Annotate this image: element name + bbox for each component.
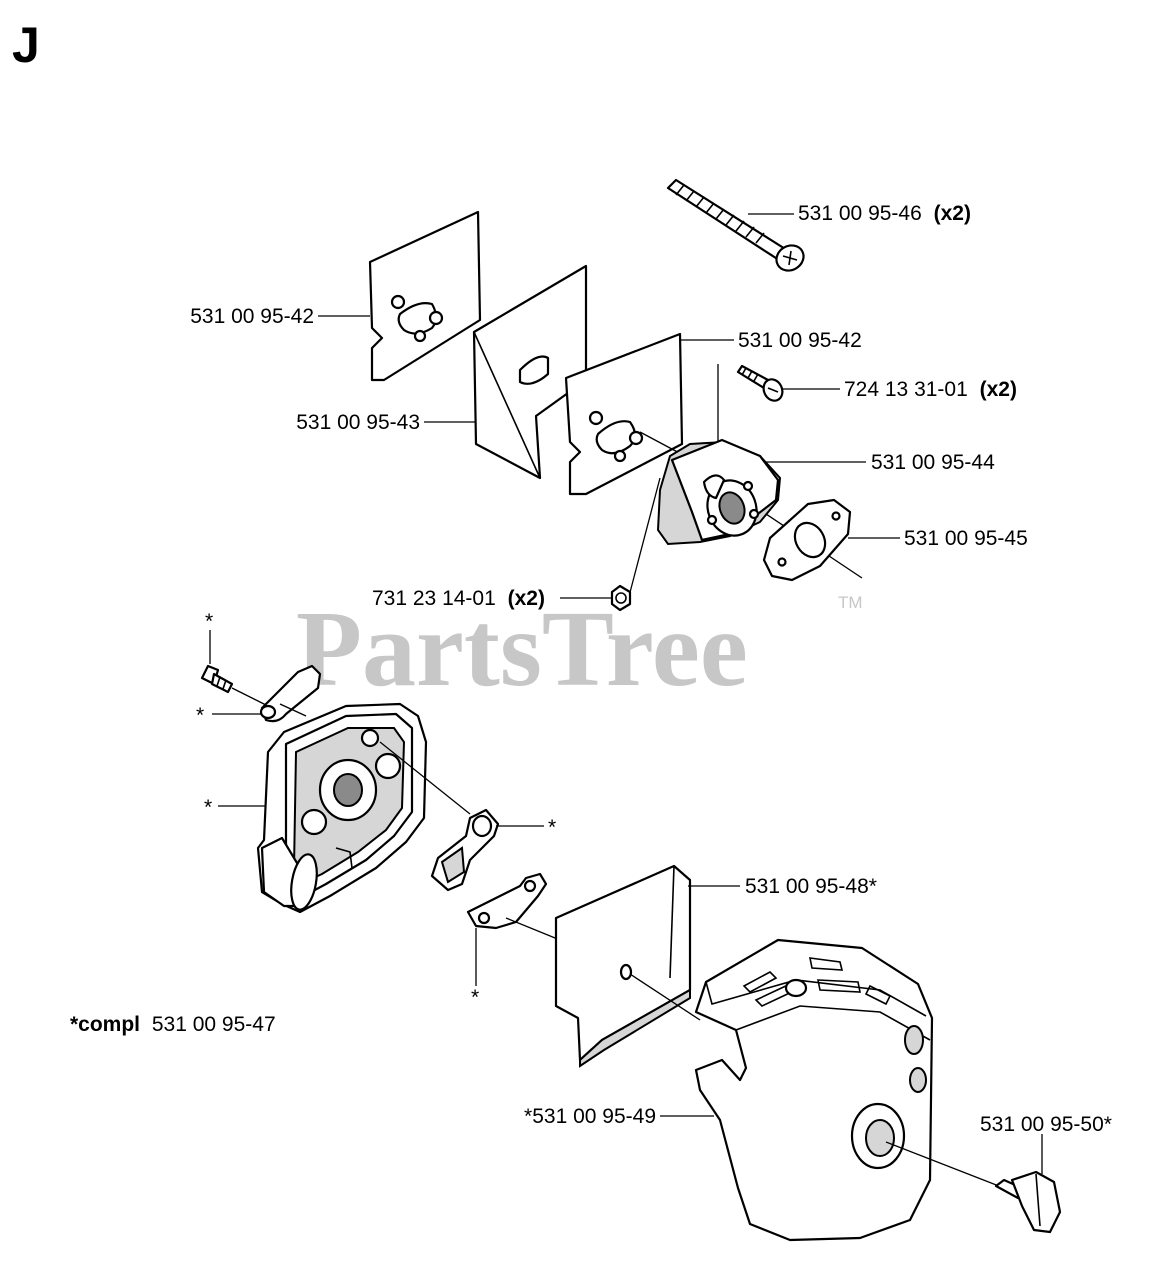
label-star-housing: *: [204, 796, 212, 819]
guide-line: [505, 917, 561, 941]
guide-line: [629, 973, 701, 1021]
watermark-trademark: TM: [838, 593, 863, 612]
label-nut: 731 23 14-01 (x2): [372, 587, 545, 610]
knob-part: [994, 1170, 1062, 1234]
air-filter-housing-part: [256, 702, 428, 914]
label-star-screw: *: [205, 610, 213, 633]
bracket-part: [466, 872, 548, 930]
air-filter-part: [554, 864, 692, 1068]
small-screw-part: [736, 364, 784, 402]
label-screw-long: 531 00 95-46 (x2): [798, 202, 971, 225]
quantity: (x2): [980, 378, 1017, 401]
label-gasket-left: 531 00 95-42: [190, 305, 314, 328]
guide-line: [379, 741, 471, 815]
part-number: 531 00 95-47: [152, 1013, 276, 1036]
star-screw-part: [200, 664, 234, 694]
part-number: 731 23 14-01: [372, 587, 496, 610]
label-star-lever: *: [196, 704, 204, 727]
filter-cover-part: [694, 938, 934, 1242]
label-filter: 531 00 95-48*: [745, 875, 877, 898]
gasket-right-part: [564, 332, 684, 496]
intake-flange-part: [656, 438, 782, 546]
guide-line: [231, 687, 269, 707]
flange-gasket-part: [762, 498, 852, 582]
guide-line: [627, 477, 661, 601]
heat-shield-part: [472, 264, 588, 480]
label-knob: 531 00 95-50*: [980, 1113, 1112, 1136]
guide-line: [279, 703, 307, 717]
quantity: (x2): [934, 202, 971, 225]
label-small-screw: 724 13 31-01 (x2): [844, 378, 1017, 401]
choke-lever-part: [430, 808, 500, 892]
label-filter-cover: *531 00 95-49: [524, 1105, 656, 1128]
label-heat-shield: 531 00 95-43: [296, 411, 420, 434]
quantity: (x2): [508, 587, 545, 610]
nut-part: [610, 584, 632, 612]
label-intake-flange: 531 00 95-44: [871, 451, 995, 474]
section-letter: J: [12, 17, 40, 73]
part-number: 531 00 95-46: [798, 202, 922, 225]
compl-prefix: *compl: [70, 1013, 140, 1036]
label-compl-note: *compl 531 00 95-47: [70, 1013, 276, 1036]
long-screw-part: [666, 178, 805, 272]
guide-line: [885, 1141, 1005, 1189]
watermark: PartsTree TM: [296, 590, 863, 709]
label-flange-gasket: 531 00 95-45: [904, 527, 1028, 550]
label-star-bracket: *: [471, 986, 479, 1009]
label-star-choke: *: [548, 816, 556, 839]
gasket-left-part: [368, 210, 482, 382]
watermark-text: PartsTree: [296, 590, 748, 709]
label-gasket-right: 531 00 95-42: [738, 329, 862, 352]
lever-part: [259, 664, 322, 723]
part-number: 724 13 31-01: [844, 378, 968, 401]
